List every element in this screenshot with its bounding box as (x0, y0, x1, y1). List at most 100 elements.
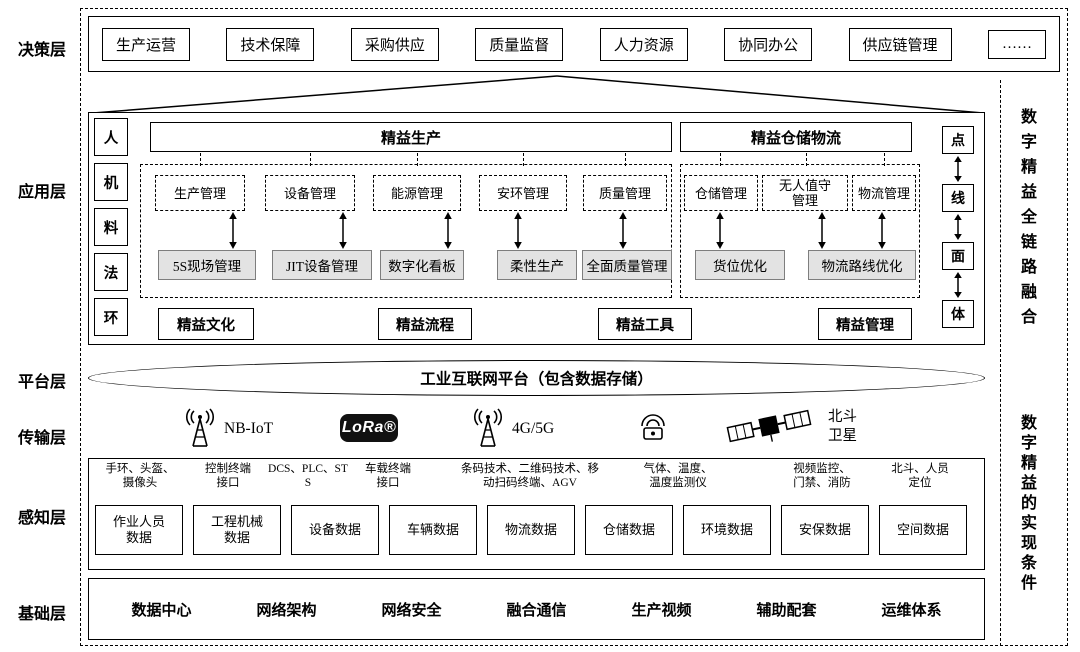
perception-source: 控制终端接口 (205, 463, 251, 489)
perception-source: DCS、PLC、STS (268, 463, 348, 489)
management-box: 物流管理 (852, 175, 916, 211)
dimension-box-line: 线 (942, 184, 974, 212)
lean-warehouse-header: 精益仓储物流 (680, 122, 912, 152)
decision-item: 采购供应 (350, 27, 439, 61)
layer-label-transmission: 传输层 (17, 430, 66, 447)
foundation-item: 生产视频 (631, 602, 692, 619)
data-box: 空间数据 (879, 505, 967, 555)
double-arrow (954, 214, 962, 240)
perception-layer-box (88, 458, 985, 570)
factor-box-material: 料 (94, 208, 128, 246)
practice-box: 数字化看板 (380, 250, 464, 280)
decision-item: 供应链管理 (848, 27, 952, 61)
double-arrow (514, 212, 522, 249)
wifi-device-icon (641, 414, 665, 440)
perception-source: 车载终端接口 (365, 463, 411, 489)
header-connector (417, 152, 418, 166)
double-arrow (954, 272, 962, 298)
double-arrow (954, 156, 962, 182)
perception-source: 北斗、人员定位 (891, 463, 949, 489)
decision-layer-box: 生产运营 技术保障 采购供应 质量监督 人力资源 协同办公 供应链管理 …… (88, 16, 1060, 72)
right-label-conditions: 数字精益的实现条件 (1018, 414, 1035, 594)
foundation-item: 数据中心 (131, 602, 192, 619)
header-connector (310, 152, 311, 166)
funnel-lines (92, 75, 984, 114)
practice-box: 5S现场管理 (158, 250, 256, 280)
management-box: 能源管理 (373, 175, 461, 211)
right-dashed-divider (1000, 80, 1001, 646)
satellite-label: 北斗卫星 (828, 409, 857, 444)
data-box: 环境数据 (683, 505, 771, 555)
cellular-label: 4G/5G (512, 420, 555, 437)
layer-label-application: 应用层 (17, 184, 66, 201)
practice-box: 物流路线优化 (808, 250, 916, 280)
antenna-icon (474, 408, 502, 447)
decision-item: 技术保障 (226, 27, 315, 61)
data-box: 车辆数据 (389, 505, 477, 555)
factor-box-machine: 机 (94, 163, 128, 201)
foundation-layer-box: 数据中心 网络架构 网络安全 融合通信 生产视频 辅助配套 运维体系 (88, 578, 985, 640)
management-box: 生产管理 (155, 175, 245, 211)
lean-warehouse-dashed-group (680, 164, 920, 298)
data-box: 物流数据 (487, 505, 575, 555)
data-box: 工程机械数据 (193, 505, 281, 555)
lora-logo: LoRa® (340, 414, 398, 442)
lean-production-header: 精益生产 (150, 122, 672, 152)
header-connector (806, 152, 807, 166)
practice-box: 全面质量管理 (582, 250, 672, 280)
data-box: 安保数据 (781, 505, 869, 555)
outer-dashed-border (80, 8, 1068, 646)
perception-source: 条码技术、二维码技术、移动扫码终端、AGV (461, 463, 599, 489)
practice-box: 货位优化 (695, 250, 785, 280)
layer-label-decision: 决策层 (17, 42, 66, 59)
lean-process-box: 精益流程 (378, 308, 472, 340)
layer-label-foundation: 基础层 (17, 606, 66, 623)
header-connector (523, 152, 524, 166)
foundation-item: 融合通信 (506, 602, 567, 619)
satellite-icon (726, 409, 812, 443)
practice-box: 柔性生产 (497, 250, 577, 280)
perception-source: 视频监控、门禁、消防 (793, 463, 851, 489)
factor-box-environment: 环 (94, 298, 128, 336)
dimension-box-surface: 面 (942, 242, 974, 270)
foundation-item: 网络安全 (381, 602, 442, 619)
lean-tools-box: 精益工具 (598, 308, 692, 340)
decision-item: 质量监督 (475, 27, 564, 61)
dimension-box-body: 体 (942, 300, 974, 328)
management-box: 设备管理 (265, 175, 355, 211)
management-box: 安环管理 (479, 175, 567, 211)
factor-box-man: 人 (94, 118, 128, 156)
management-box: 无人值守管理 (762, 175, 848, 211)
lean-management-box: 精益管理 (818, 308, 912, 340)
practice-box: JIT设备管理 (272, 250, 372, 280)
factor-box-method: 法 (94, 253, 128, 291)
data-box: 仓储数据 (585, 505, 673, 555)
right-label-fusion: 数字精益全链路融合 (1018, 108, 1035, 333)
management-box: 仓储管理 (684, 175, 758, 211)
nb-iot-label: NB-IoT (224, 420, 274, 437)
layer-label-platform: 平台层 (17, 374, 66, 391)
data-box: 作业人员数据 (95, 505, 183, 555)
foundation-item: 网络架构 (256, 602, 317, 619)
decision-item-more: …… (987, 29, 1046, 59)
layer-label-perception: 感知层 (17, 510, 66, 527)
header-connector (200, 152, 201, 166)
platform-ellipse: 工业互联网平台（包含数据存储） (88, 360, 985, 396)
double-arrow (619, 212, 627, 249)
decision-item: 人力资源 (599, 27, 688, 61)
double-arrow (818, 212, 826, 249)
antenna-icon (186, 408, 214, 447)
data-box: 设备数据 (291, 505, 379, 555)
double-arrow (339, 212, 347, 249)
header-connector (884, 152, 885, 166)
double-arrow (444, 212, 452, 249)
double-arrow (716, 212, 724, 249)
lean-culture-box: 精益文化 (158, 308, 254, 340)
perception-source: 手环、头盔、摄像头 (105, 463, 175, 489)
decision-item: 协同办公 (724, 27, 813, 61)
foundation-item: 辅助配套 (756, 602, 817, 619)
header-connector (720, 152, 721, 166)
double-arrow (229, 212, 237, 249)
header-connector (625, 152, 626, 166)
